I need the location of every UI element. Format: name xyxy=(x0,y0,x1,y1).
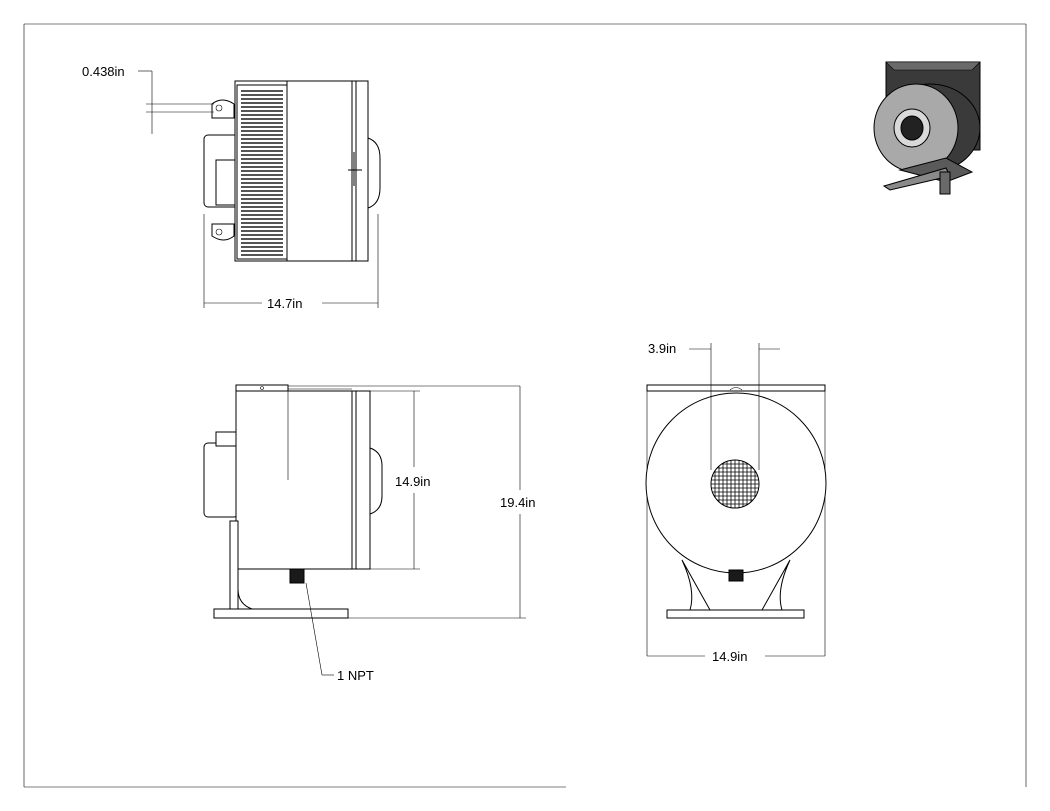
front-view xyxy=(645,343,827,657)
dim-flange-thickness: 0.438in xyxy=(82,64,125,79)
dim-overall-height: 19.4in xyxy=(500,495,535,510)
dim-inlet-diameter: 3.9in xyxy=(648,341,676,356)
side-view xyxy=(203,384,526,676)
dim-front-width: 14.9in xyxy=(712,649,747,664)
grille-fins xyxy=(241,90,283,256)
isometric-render xyxy=(873,61,981,195)
dim-housing-height: 14.9in xyxy=(395,474,430,489)
sheet-border xyxy=(23,23,1027,788)
label-outlet-thread: 1 NPT xyxy=(337,668,374,683)
dim-top-view-length: 14.7in xyxy=(267,296,302,311)
top-view xyxy=(138,70,381,308)
inlet-mesh xyxy=(710,459,760,509)
